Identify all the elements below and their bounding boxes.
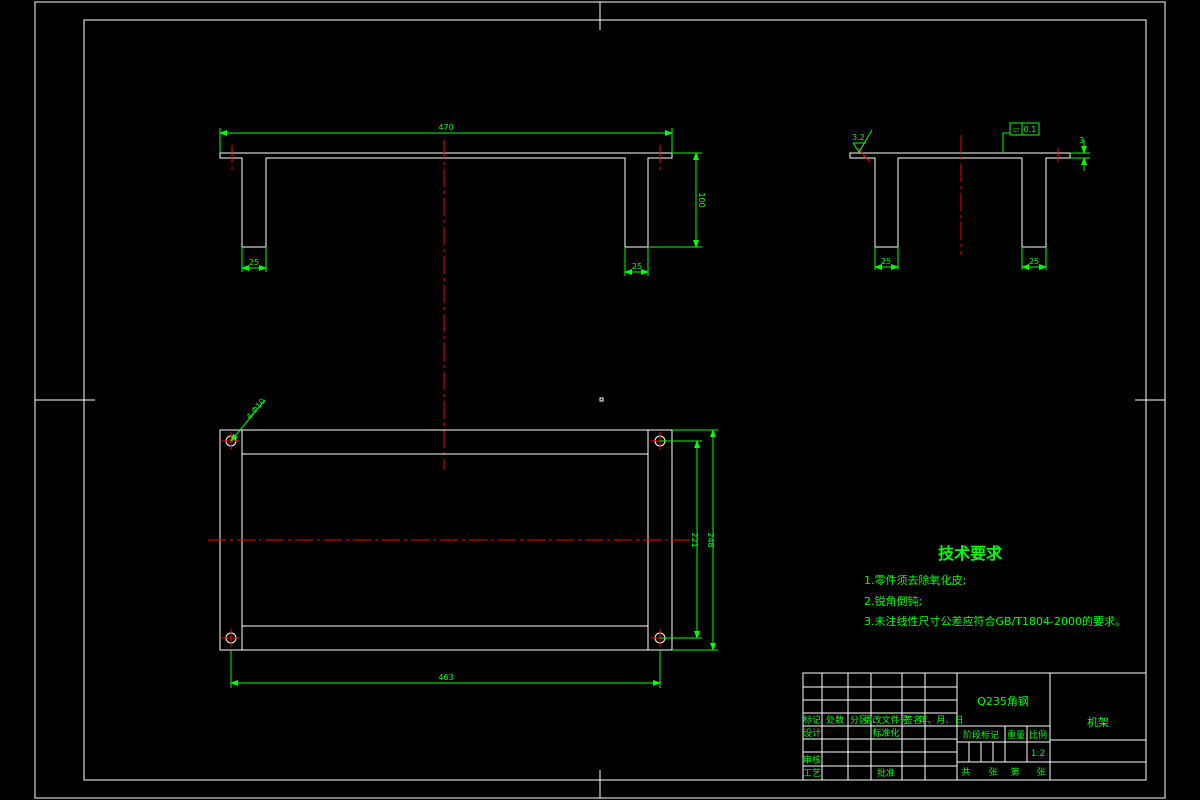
tb-weight: 重量: [1007, 729, 1025, 741]
dim-hole-spacing: 463: [438, 673, 453, 682]
tb-process: 工艺: [803, 768, 821, 779]
dim-outer-width: 248: [706, 532, 715, 547]
tb-standardize: 标准化: [872, 727, 899, 739]
tech-req-item: 2.锐角倒钝;: [864, 594, 922, 608]
mounting-hole: [222, 629, 240, 647]
tb-stage-mark: 阶段标记: [963, 729, 999, 741]
roughness-value: 3.2: [852, 133, 865, 142]
material-label: Q235角钢: [977, 695, 1029, 708]
side-dim-leg-right: 25: [1029, 257, 1039, 266]
tb-approve: 批准: [877, 767, 895, 779]
flatness-value: 0.1: [1024, 125, 1037, 134]
tb-col-change-doc: 更改文件号: [863, 714, 908, 726]
front-view: 470 100 25 25: [219, 123, 706, 470]
tb-ratio: 比例: [1029, 729, 1047, 741]
tb-col-count: 处数: [826, 714, 844, 726]
plan-view: 4-Φ10 221 248 463: [208, 397, 718, 688]
tb-col-zone: 分区: [850, 715, 868, 726]
hole-callout: 4-Φ10: [245, 397, 268, 422]
dim-hole-width: 221: [690, 532, 699, 547]
tb-col-sign: 签名: [904, 714, 922, 726]
dim-height: 100: [697, 192, 706, 207]
tech-req-item: 3.未注线性尺寸公差应符合GB/T1804-2000的要求。: [864, 614, 1126, 628]
tech-req-heading: 技术要求: [938, 544, 1003, 563]
side-view: 3.2 ▱ 0.1 3 25 25: [849, 122, 1090, 270]
dim-leg-right: 25: [632, 262, 642, 271]
tb-col-date: 年、月、日: [918, 714, 963, 726]
tech-req-item: 1.零件须去除氧化皮;: [864, 573, 966, 587]
title-block: Q235角钢 机架 标记 处数 分区 更改文件号 签名 年、月、日 设计 标准化…: [802, 672, 1147, 781]
tb-sheets-unit2: 张: [1036, 767, 1045, 778]
tb-design: 设计: [803, 727, 821, 739]
side-dim-leg-left: 25: [881, 257, 891, 266]
technical-requirements: 技术要求 1.零件须去除氧化皮; 2.锐角倒钝; 3.未注线性尺寸公差应符合GB…: [864, 544, 1126, 628]
dim-overall-length: 470: [438, 123, 453, 132]
dim-leg-left: 25: [249, 258, 259, 267]
dim-plate-thickness: 3: [1079, 136, 1084, 145]
part-name: 机架: [1087, 715, 1109, 729]
flatness-symbol: ▱: [1013, 125, 1020, 134]
sheet-frame: [34, 1, 1166, 799]
tb-col-mark: 标记: [803, 714, 821, 726]
tb-scale-value: 1:2: [1031, 749, 1045, 759]
tb-sheets-total: 共: [961, 767, 970, 778]
tb-review: 审核: [803, 754, 821, 766]
tb-sheets-unit1: 张: [988, 767, 997, 778]
tb-sheet-no: 第: [1010, 766, 1019, 778]
